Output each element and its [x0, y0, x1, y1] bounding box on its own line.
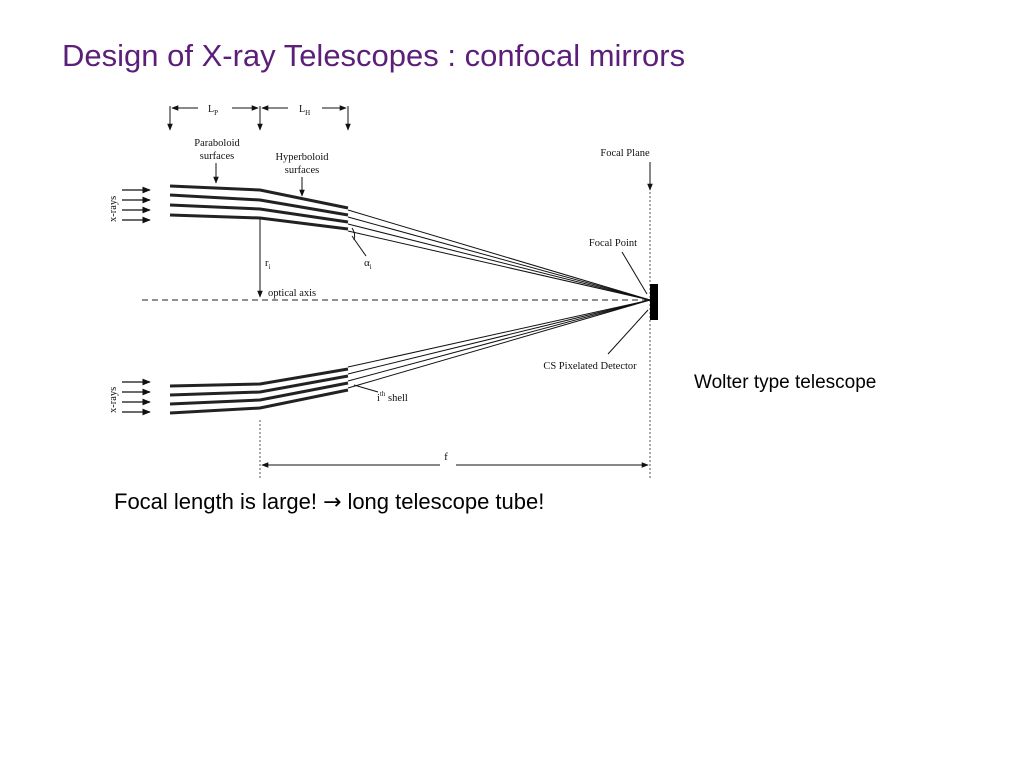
ri-label: ri	[265, 258, 271, 271]
shell-pointer	[353, 384, 379, 393]
note-part1: Focal length is large!	[114, 489, 317, 514]
xrays-label-bottom: x-rays	[108, 387, 119, 413]
shell-label: ith shell	[377, 390, 408, 404]
rays-bottom	[347, 299, 651, 389]
hyperboloid-label-line2: surfaces	[285, 165, 319, 176]
right-arrow-icon: →	[323, 490, 342, 515]
detector	[650, 284, 658, 320]
xrays-label-top: x-rays	[108, 196, 119, 222]
focal-length-label: f	[444, 451, 448, 463]
focal-point-pointer	[621, 251, 648, 295]
detector-label: CS Pixelated Detector	[543, 361, 637, 372]
dimension-lh	[167, 105, 351, 131]
focal-point-label: Focal Point	[589, 238, 637, 249]
hyperboloid-label-line1: Hyperboloid	[275, 152, 329, 163]
focal-plane-label: Focal Plane	[600, 148, 650, 159]
lp-label: LP	[208, 104, 218, 117]
detector-pointer	[607, 309, 649, 355]
alpha-pointer	[351, 235, 367, 257]
mirror-shells-top	[169, 184, 349, 231]
paraboloid-label-line2: surfaces	[200, 151, 234, 162]
diagram-caption: Wolter type telescope	[694, 372, 877, 393]
slide-title: Design of X-ray Telescopes : confocal mi…	[62, 38, 686, 73]
xray-arrows-bottom	[122, 378, 151, 416]
note-part2: long telescope tube!	[347, 489, 545, 514]
alpha-label: αi	[364, 257, 372, 271]
xray-arrows-top	[122, 186, 151, 224]
paraboloid-label-line1: Paraboloid	[194, 138, 240, 149]
optical-axis-label: optical axis	[268, 288, 316, 299]
focal-length-note: Focal length is large!→long telescope tu…	[114, 489, 544, 515]
lh-label: LH	[299, 104, 310, 117]
mirror-shells-bottom	[169, 367, 349, 415]
rays-top	[347, 209, 651, 301]
